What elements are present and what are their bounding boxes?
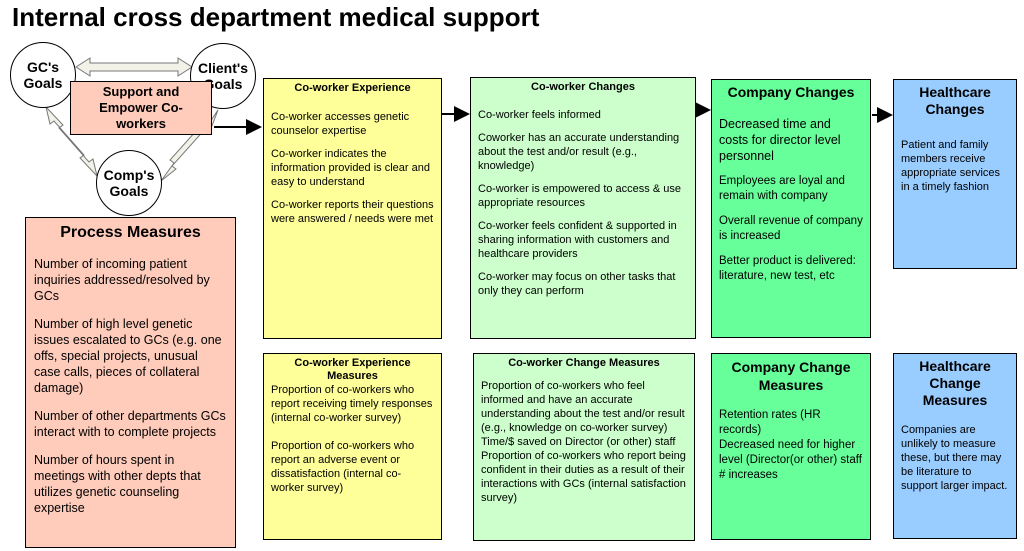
healthcare-change-measures-box: Healthcare Change Measures Companies are… [893,353,1017,539]
company-item: Employees are loyal and remain with comp… [719,175,845,202]
process-item: Number of high level genetic issues esca… [34,317,222,395]
coworker-change-measures-box: Co-worker Change Measures Proportion of … [473,353,695,541]
company-change-measures-box: Company Change Measures Retention rates … [711,353,871,540]
experience-measures-heading: Co-worker Experience Measures [294,357,411,382]
company-changes-box: Company Changes Decreased time and costs… [711,79,871,338]
change-measure-item: Proportion of co-workers who report bein… [481,450,686,504]
gc-goals-circle: GC's Goals [10,42,76,108]
company-item: Decreased time and costs for director le… [719,117,841,163]
process-measures-heading: Process Measures [60,224,201,241]
comp-goals-label: Comp's Goals [103,167,155,199]
support-empower-label: Support and Empower Co-workers [99,84,183,131]
company-measures-heading: Company Change Measures [731,359,851,393]
changes-item: Co-worker may focus on other tasks that … [478,271,676,297]
healthcare-changes-heading: Healthcare Changes [919,84,991,117]
coworker-experience-heading: Co-worker Experience [294,82,411,94]
process-item: Number of other departments GCs interact… [34,409,226,439]
company-measure-item: Retention rates (HR records) [719,409,821,436]
healthcare-measures-heading: Healthcare Change Measures [919,358,991,408]
company-measure-item: Decreased need for higher level (Directo… [719,439,862,481]
coworker-changes-heading: Co-worker Changes [531,81,635,93]
experience-item: Co-worker indicates the information prov… [271,148,430,188]
changes-item: Co-worker feels confident & supported in… [478,220,677,260]
client-goals-label: Client's Goals [197,60,248,92]
experience-measure-item: Proportion of co-workers who report an a… [271,440,415,494]
support-empower-box: Support and Empower Co-workers [70,81,212,135]
change-measure-item: Proportion of co-workers who feel inform… [481,380,685,434]
changes-item: Co-worker feels informed [478,109,601,121]
company-item: Better product is delivered: literature,… [719,255,856,282]
process-measures-box: Process Measures Number of incoming pati… [25,217,236,548]
company-changes-heading: Company Changes [727,84,855,100]
experience-measure-item: Proportion of co-workers who report rece… [271,384,433,424]
healthcare-changes-box: Healthcare Changes Patient and family me… [893,79,1017,269]
changes-item: Co-worker is empowered to access & use a… [478,183,681,209]
coworker-experience-measures-box: Co-worker Experience Measures Proportion… [263,353,442,540]
coworker-changes-box: Co-worker Changes Co-worker feels inform… [470,77,696,339]
healthcare-measure-item: Companies are unlikely to measure these,… [901,424,1008,492]
process-item: Number of hours spent in meetings with o… [34,453,201,515]
comp-goals-circle: Comp's Goals [96,150,162,216]
healthcare-item: Patient and family members receive appro… [901,139,1001,193]
changes-item: Coworker has an accurate understanding a… [478,132,680,172]
experience-item: Co-worker reports their questions were a… [271,199,434,225]
gc-goals-label: GC's Goals [23,59,63,91]
coworker-experience-box: Co-worker Experience Co-worker accesses … [263,78,442,339]
change-measures-heading: Co-worker Change Measures [508,357,660,369]
process-item: Number of incoming patient inquiries add… [34,257,210,303]
experience-item: Co-worker accesses genetic counselor exp… [271,111,410,137]
change-measure-item: Time/$ saved on Director (or other) staf… [481,436,676,448]
company-item: Overall revenue of company is increased [719,215,863,242]
page-title: Internal cross department medical suppor… [12,2,540,32]
gc-client-double-arrow [75,57,193,77]
